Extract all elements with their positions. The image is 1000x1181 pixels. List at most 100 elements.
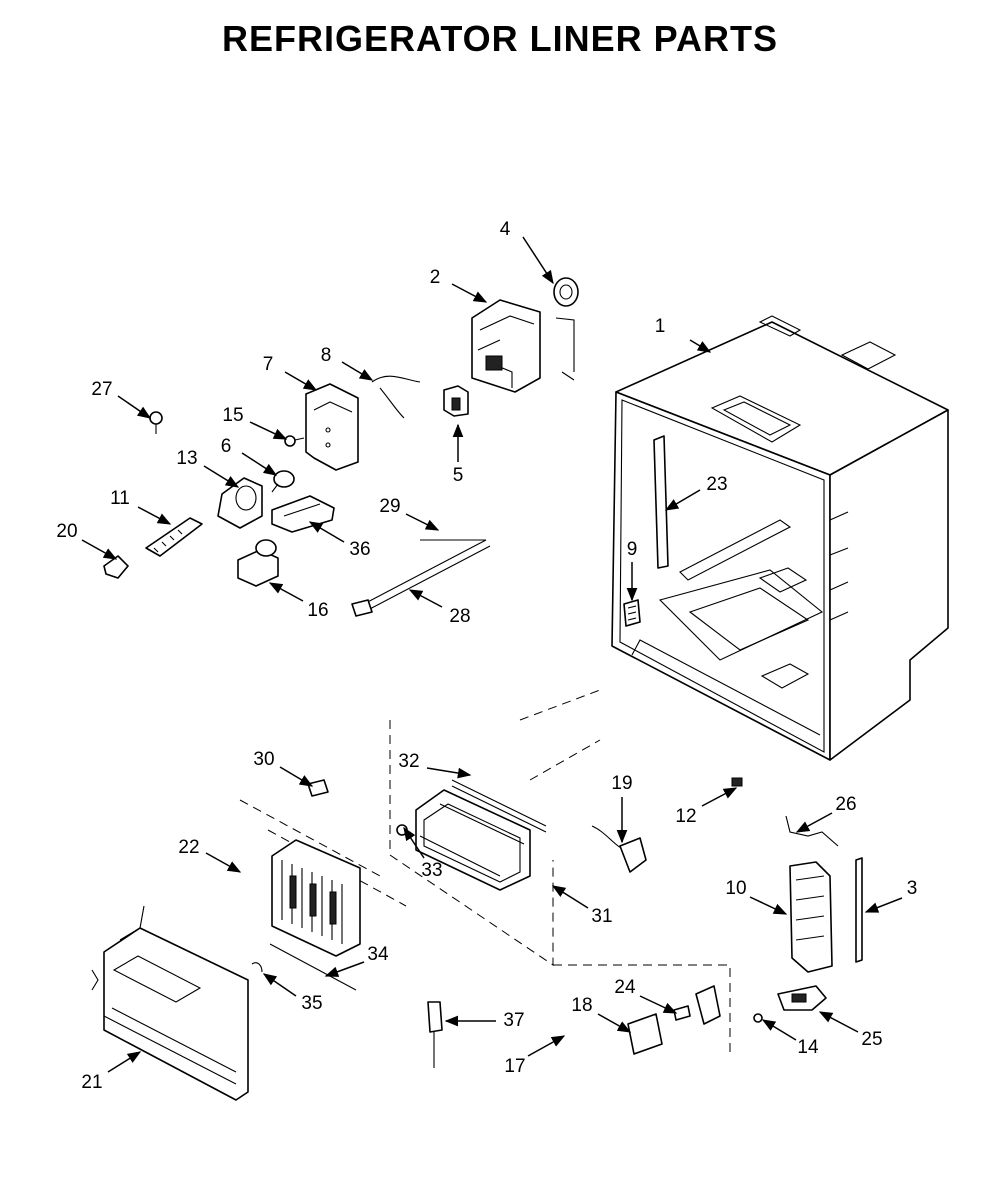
leader-c33 — [403, 826, 425, 859]
callout-c7: 7 — [263, 354, 274, 375]
callout-c30: 30 — [253, 749, 274, 770]
callout-c19: 19 — [611, 773, 632, 794]
leader-c17 — [527, 1035, 566, 1057]
leader-c6 — [241, 452, 278, 476]
leader-c11 — [137, 506, 172, 525]
leader-c31 — [551, 885, 589, 909]
part-35-clip — [251, 962, 263, 973]
callout-c29: 29 — [379, 496, 400, 517]
leader-c30 — [279, 766, 314, 787]
part-37-thermostat — [427, 1001, 443, 1068]
part-22-evaporator — [271, 839, 361, 957]
part-13-motor — [217, 477, 263, 529]
part-9-light — [623, 599, 641, 627]
part-23-rail — [653, 435, 669, 569]
callout-c25: 25 — [861, 1029, 882, 1050]
part-30-block — [307, 779, 329, 797]
callout-c8: 8 — [321, 345, 332, 366]
leader-c13 — [203, 465, 240, 488]
leader-c36 — [308, 521, 345, 543]
callout-c3: 3 — [907, 878, 918, 899]
leader-c21 — [107, 1051, 142, 1073]
callout-c9: 9 — [627, 539, 638, 560]
leader-c24 — [639, 995, 678, 1014]
leader-c12 — [701, 787, 738, 807]
part-2-control-housing — [471, 299, 575, 393]
callout-c22: 22 — [178, 837, 199, 858]
part-1-liner — [611, 315, 949, 761]
part-32-strip — [451, 779, 547, 833]
callout-c24: 24 — [614, 977, 636, 998]
leader-c16 — [268, 582, 304, 602]
part-27-screw — [149, 411, 163, 434]
leader-c29 — [405, 513, 440, 531]
part-26-wire — [785, 815, 839, 847]
leader-c14 — [761, 1019, 797, 1041]
part-14-screw — [753, 1013, 763, 1023]
callout-c23: 23 — [706, 474, 727, 495]
callout-c32: 32 — [398, 751, 419, 772]
part-11-heater — [145, 517, 203, 557]
callout-c37: 37 — [503, 1010, 524, 1031]
callout-c18: 18 — [571, 995, 592, 1016]
leader-c34 — [324, 961, 365, 977]
leader-c22 — [205, 852, 242, 873]
part-31-evaporator-cover — [415, 789, 531, 891]
part-5-bracket — [443, 385, 469, 417]
callout-c20: 20 — [56, 521, 77, 542]
part-25-housing — [777, 985, 827, 1011]
leader-c25 — [818, 1011, 859, 1033]
part-21-lower-cover — [91, 905, 249, 1101]
part-24-pad — [673, 1005, 691, 1021]
callout-c34: 34 — [367, 944, 389, 965]
leader-c3 — [864, 897, 903, 913]
callout-c16: 16 — [307, 600, 328, 621]
leader-c4 — [522, 236, 554, 285]
callout-c14: 14 — [797, 1037, 819, 1058]
part-20-cap — [103, 555, 129, 579]
leader-c35 — [262, 973, 297, 997]
part-15-screw — [284, 435, 305, 447]
callout-c17: 17 — [504, 1056, 525, 1077]
part-36-duct — [271, 495, 335, 533]
leader-c28 — [408, 589, 443, 608]
part-16-switch — [237, 539, 279, 587]
leader-c20 — [81, 539, 118, 560]
dashed-assembly-zone — [389, 689, 731, 1055]
leader-c15 — [249, 421, 288, 440]
part-18-label — [627, 1013, 663, 1055]
diagram-title: REFRIGERATOR LINER PARTS — [221, 18, 779, 59]
leader-c1 — [689, 339, 712, 353]
callout-c6: 6 — [221, 436, 232, 457]
callout-c11: 11 — [110, 488, 130, 509]
part-17-bracket — [695, 985, 721, 1025]
callout-c10: 10 — [725, 878, 746, 899]
part-34-heater-rod — [269, 943, 357, 991]
part-8-wire — [371, 375, 421, 419]
callout-c15: 15 — [222, 405, 243, 426]
leader-c23 — [664, 489, 701, 511]
leader-c27 — [117, 395, 152, 419]
part-7-cover — [305, 383, 359, 471]
leader-c32 — [426, 767, 472, 779]
part-19-sensor — [591, 825, 647, 873]
leader-c10 — [749, 896, 788, 915]
callout-c26: 26 — [835, 794, 856, 815]
part-12-clip — [731, 777, 743, 787]
callout-c35: 35 — [301, 993, 322, 1014]
part-28-harness — [351, 539, 491, 617]
leader-c7 — [284, 371, 318, 391]
callout-c13: 13 — [176, 448, 197, 469]
part-3-strip — [855, 857, 863, 963]
part-4-fan — [553, 277, 579, 307]
part-6-gear — [271, 470, 295, 493]
callout-c2: 2 — [430, 267, 441, 288]
callout-c1: 1 — [655, 316, 666, 337]
callout-c36: 36 — [349, 539, 370, 560]
callout-c12: 12 — [675, 806, 696, 827]
callout-c28: 28 — [449, 606, 470, 627]
callout-c5: 5 — [453, 465, 464, 486]
callout-c33: 33 — [421, 860, 442, 881]
